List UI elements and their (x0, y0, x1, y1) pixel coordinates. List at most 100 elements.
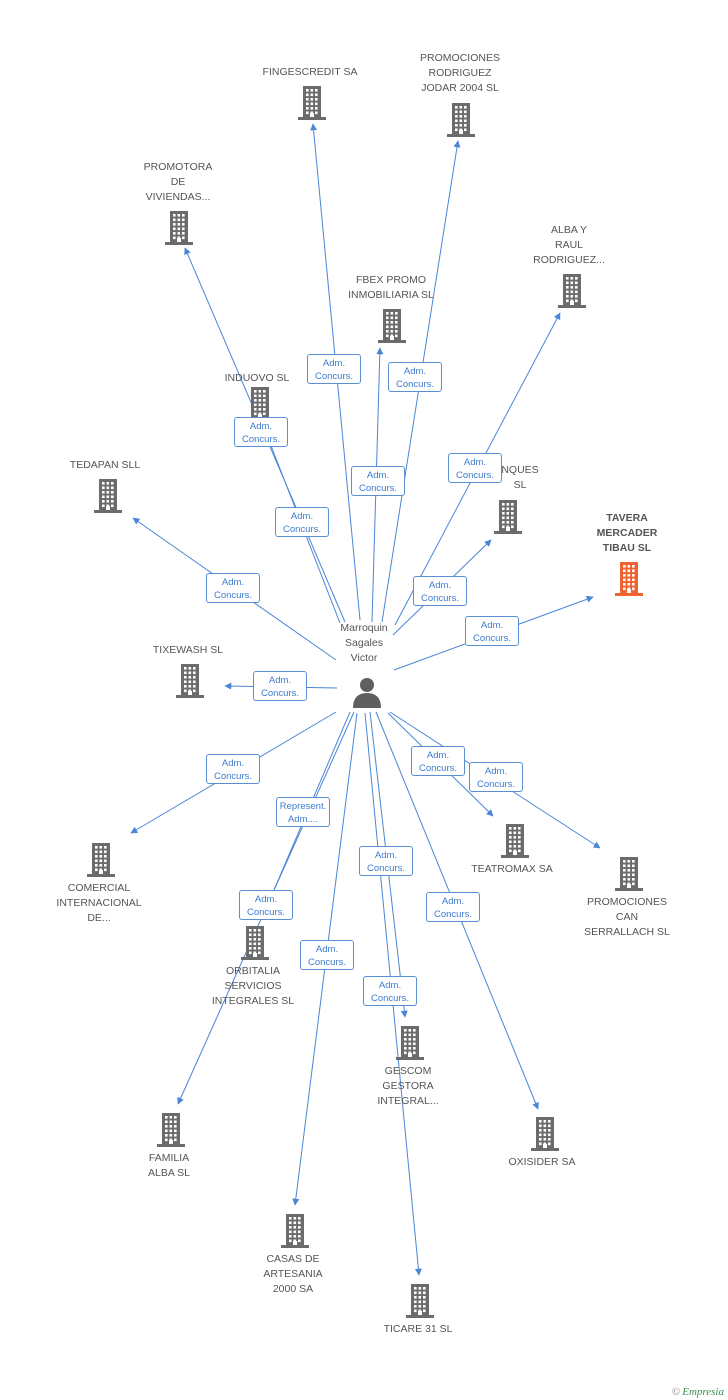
company-promociones-rodriguez-icon-wrap[interactable] (447, 103, 475, 137)
company-name: FINGESCREDIT SA (245, 65, 375, 80)
company-orbitalia-icon-wrap[interactable] (241, 926, 269, 960)
company-name: TEDAPAN SLL (40, 458, 170, 473)
role-tag[interactable]: Adm.Concurs. (206, 754, 260, 784)
company-name-line: DE (170, 176, 186, 188)
company-name-line: TIBAU SL (602, 542, 652, 554)
company-ticare-label[interactable]: TICARE 31 SL (353, 1322, 483, 1337)
company-name: INDUOVO SL (192, 371, 322, 386)
role-tag[interactable]: Adm.Concurs. (411, 746, 465, 776)
company-casas-artesania-icon-wrap[interactable] (281, 1214, 309, 1248)
company-fbex-promo-icon-wrap[interactable] (378, 309, 406, 343)
company-name-line: GESTORA (382, 1080, 434, 1092)
role-tag-line: Concurs. (395, 379, 434, 390)
copyright-icon: © (671, 1386, 681, 1398)
company-name-line: RODRIGUEZ... (533, 254, 605, 266)
role-tag[interactable]: Adm.Concurs. (239, 890, 293, 920)
company-name-line: TICARE 31 SL (383, 1323, 453, 1335)
company-induovo-label[interactable]: INDUOVO SL (192, 371, 322, 386)
role-tag-line: Adm. (290, 511, 314, 522)
company-ticare-icon-wrap[interactable] (406, 1284, 434, 1318)
building-icon (165, 211, 193, 245)
company-tavera-icon-wrap[interactable] (615, 562, 643, 596)
company-name-line: INTEGRAL... (377, 1095, 439, 1107)
building-icon (298, 86, 326, 120)
company-name-line: PROMOTORA (143, 161, 213, 173)
company-name-line: COMERCIAL (67, 882, 131, 894)
company-name-line: FAMILIA (148, 1152, 190, 1164)
building-icon (531, 1117, 559, 1151)
role-tag[interactable]: Adm. Concurs. (234, 417, 288, 447)
company-fingescredit-label[interactable]: FINGESCREDIT SA (245, 65, 375, 80)
role-tag-line: Concurs. (314, 371, 353, 382)
role-tag[interactable]: Adm.Concurs. (307, 354, 361, 384)
role-tag-line: Adm. (426, 750, 450, 761)
company-name-line: CAN (615, 911, 639, 923)
role-tag[interactable]: Adm.Concurs. (469, 762, 523, 792)
person-name[interactable]: Marroquin Sagales Victor (314, 621, 414, 666)
role-tag[interactable]: Adm.Concurs. (363, 976, 417, 1006)
company-gescom-label[interactable]: GESCOM GESTORA INTEGRAL... (343, 1064, 473, 1109)
company-induovo-icon-wrap[interactable] (246, 387, 274, 421)
role-tag-line: Adm. (268, 675, 292, 686)
company-tedapan-label[interactable]: TEDAPAN SLL (40, 458, 170, 473)
building-icon (447, 103, 475, 137)
company-teatromax-icon-wrap[interactable] (501, 824, 529, 858)
role-tag[interactable]: Adm.Concurs. (351, 466, 405, 496)
company-name-line: JODAR 2004 SL (421, 82, 499, 94)
role-tag-line: Concurs. (213, 771, 252, 782)
role-tag[interactable]: Adm.Concurs. (253, 671, 307, 701)
company-comercial-internacional-icon-wrap[interactable] (87, 843, 115, 877)
company-gescom-icon-wrap[interactable] (396, 1026, 424, 1060)
company-nques-icon-wrap[interactable] (494, 500, 522, 534)
role-tag-line: Adm. (249, 421, 273, 432)
role-tag-line: Adm. (463, 457, 487, 468)
role-tag-line: Concurs. (241, 434, 280, 445)
company-familia-alba-icon-wrap[interactable] (157, 1113, 185, 1147)
role-tag-line: Represent. (279, 801, 327, 812)
role-tag-line: Adm. (480, 620, 504, 631)
role-tag[interactable]: Adm.Concurs. (359, 846, 413, 876)
building-icon (87, 843, 115, 877)
company-teatromax-label[interactable]: TEATROMAX SA (447, 862, 577, 877)
role-tag[interactable]: Adm. Concurs. (388, 362, 442, 392)
company-fingescredit-icon-wrap[interactable] (298, 86, 326, 120)
building-icon (94, 479, 122, 513)
company-alba-raul-icon-wrap[interactable] (558, 274, 586, 308)
role-tag[interactable]: Adm.Concurs. (413, 576, 467, 606)
company-tixewash-label[interactable]: TIXEWASH SL (123, 643, 253, 658)
role-tag-line: Concurs. (366, 863, 405, 874)
role-tag[interactable]: Adm.Concurs. (275, 507, 329, 537)
role-tag[interactable]: Adm.Concurs. (465, 616, 519, 646)
company-name-line: GESCOM (384, 1065, 432, 1077)
role-tag[interactable]: Adm.Concurs. (426, 892, 480, 922)
company-tedapan-icon-wrap[interactable] (94, 479, 122, 513)
company-name-line: ALBA Y (550, 224, 587, 236)
company-name-line: NQUES (501, 464, 539, 476)
company-name-line: FINGESCREDIT SA (262, 66, 358, 78)
company-oxisider-label[interactable]: OXISIDER SA (477, 1155, 607, 1170)
role-tag[interactable]: Adm.Concurs. (300, 940, 354, 970)
company-promotora-viviendas-icon-wrap[interactable] (165, 211, 193, 245)
role-tag-line: Adm. (403, 366, 427, 377)
role-tag[interactable]: Represent.Adm.... (276, 797, 330, 827)
person-icon[interactable] (350, 676, 384, 708)
building-icon (176, 664, 204, 698)
company-promociones-can-icon-wrap[interactable] (615, 857, 643, 891)
company-tixewash-icon-wrap[interactable] (176, 664, 204, 698)
role-tag[interactable]: Adm.Concurs. (448, 453, 502, 483)
brand-footer[interactable]: ©Empresia (672, 1386, 724, 1398)
company-oxisider-icon-wrap[interactable] (531, 1117, 559, 1151)
role-tag[interactable]: Adm.Concurs. (206, 573, 260, 603)
